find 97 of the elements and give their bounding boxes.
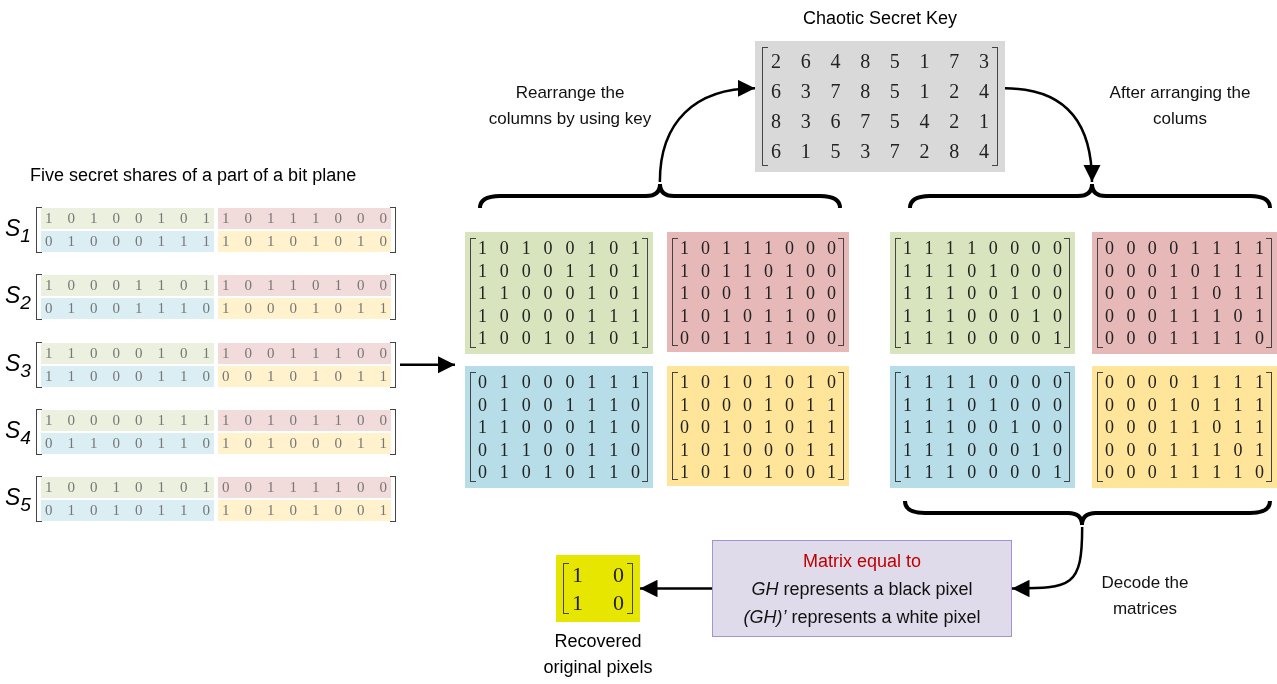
share-matrix: [5, 407, 397, 457]
bit-row: 1 0 0 0 1 0 1 1: [218, 298, 391, 319]
bit-matrix: [465, 232, 653, 354]
matrix-row: 0 1 0 0 1 1 1 0: [478, 393, 640, 416]
matrix-row: 0 0 0 1 1 1 1 0: [1105, 461, 1264, 484]
matrix-row-text: 6 1 5 3 7 2 8 4: [771, 139, 989, 164]
share-label: S$_{3}$: [5, 350, 31, 382]
matrix-row: 1 1 1 1 0 0 0 0: [903, 237, 1062, 260]
bit-row: 1 0 1 0 0 1 0 1: [41, 208, 214, 229]
matrix-row: 0 0 0 1 0 1 1 1: [1105, 259, 1264, 282]
bit-matrix: [1092, 232, 1277, 354]
share-label: S$_{1}$: [5, 215, 31, 247]
bit-row: 1 0 0 1 1 1 0 0: [218, 343, 391, 364]
bit-row: 1 1 0 0 0 1 1 0: [41, 366, 214, 387]
node-label: Recovered original pixels: [542, 630, 654, 679]
matrix-row: 0 0 0 1 1 0 1 1: [1105, 282, 1264, 305]
matrix-row: 0 0 0 0 1 1 1 1: [1105, 371, 1264, 394]
box-text: (GH)’ represents a white pixel: [742, 606, 982, 629]
bit-row: 1 0 1 0 1 0 1 0: [218, 231, 391, 252]
matrix-row-text: 8 3 6 7 5 4 2 1: [771, 109, 989, 134]
matrix-row: 1 1 1 0 1 0 0 0: [903, 393, 1062, 416]
matrix-row: 1 1 1 0 0 0 0 1: [903, 461, 1062, 484]
bit-row: 1 0 1 1 1 0 0 0: [218, 208, 391, 229]
box-text: Matrix equal to: [801, 550, 923, 573]
bit-row: 1 0 1 1 0 1 0 0: [218, 275, 391, 296]
bit-row: 0 0 1 1 1 1 0 0: [218, 477, 391, 498]
share-label: S$_{2}$: [5, 282, 31, 314]
bit-matrix: [465, 366, 653, 488]
arrow: [1012, 526, 1084, 598]
matrix-row: 1 0 1 0 1 0 0 1: [680, 461, 836, 484]
matrix-row: 1 0: [572, 589, 624, 617]
arrow: [658, 80, 756, 183]
share-matrix: [5, 205, 397, 255]
matrix-row: 1 1 1 0 1 0 0 0: [903, 259, 1062, 282]
matrix-row: 1 1 1 0 0 0 1 0: [903, 438, 1062, 461]
matrix-row: 1 0 1 1 0 1 0 0: [680, 259, 836, 282]
matrix-row: 1 1 0 0 0 1 1 0: [478, 416, 640, 439]
matrix-row: 1 0 1 0 1 1 0 0: [680, 304, 836, 327]
matrix-row: 1 1 0 0 0 1 0 1: [478, 282, 640, 305]
bit-matrix: [890, 232, 1075, 354]
matrix-row: 1 0 1 1 1 0 0 0: [680, 237, 836, 260]
bit-row: 1 0 1 0 1 1 0 0: [218, 410, 391, 431]
matrix-row: 1 0 0 1 1 1 0 0: [680, 282, 836, 305]
bit-row: 1 1 0 0 0 1 0 1: [41, 343, 214, 364]
bit-row: 1 0 1 0 0 0 1 1: [218, 433, 391, 454]
bit-matrix: [667, 232, 849, 352]
matrix-row: 1 0: [572, 561, 624, 589]
matrix-row: 0 0 0 1 1 0 1 1: [1105, 416, 1264, 439]
matrix-row-text: 2 6 4 8 5 1 7 3: [771, 49, 989, 74]
matrix-row: 1 1 1 0 0 0 0 1: [903, 327, 1062, 350]
matrix-row: 0 0 0 1 0 1 1 1: [1105, 393, 1264, 416]
matrix-row: 0 1 0 0 0 1 1 1: [478, 371, 640, 394]
share-matrix: [5, 272, 397, 322]
share-matrix: [5, 474, 397, 524]
arrow: [1004, 87, 1101, 183]
bit-matrix: [890, 366, 1075, 488]
matrix-row: 0 1 1 0 0 1 1 0: [478, 438, 640, 461]
matrix-row: 1 0 1 0 0 1 0 1: [478, 237, 640, 260]
pixel-matrix: [556, 555, 640, 622]
matrix-row-text: 6 3 7 8 5 1 2 4: [771, 79, 989, 104]
share-label: S$_{5}$: [5, 484, 31, 516]
matrix-row: 1 0 1 0 0 0 1 1: [680, 438, 836, 461]
matrix-row: 0 0 0 1 1 1 0 1: [1105, 304, 1264, 327]
matrix-row: 1 0 0 1 0 1 0 1: [478, 327, 640, 350]
matrix-row: 1 1 1 0 0 1 0 0: [903, 416, 1062, 439]
matrix-row: 1 1 1 0 0 1 0 0: [903, 282, 1062, 305]
bit-matrix: [667, 366, 849, 486]
share-label: S$_{4}$: [5, 417, 31, 449]
share-matrix: [5, 340, 397, 390]
bit-matrix: [1092, 366, 1277, 488]
bit-row: 0 0 1 0 1 0 1 1: [218, 366, 391, 387]
matrix-row: 0 0 0 0 1 1 1 1: [1105, 237, 1264, 260]
bit-row: 0 1 0 0 0 1 1 1: [41, 231, 214, 252]
bit-row: 0 1 0 0 1 1 1 0: [41, 298, 214, 319]
matrix-row: 0 0 0 1 1 1 0 1: [1105, 438, 1264, 461]
matrix-row: 1 1 1 1 0 0 0 0: [903, 371, 1062, 394]
bit-row: 0 1 1 0 0 1 1 0: [41, 433, 214, 454]
matrix-row: 0 0 1 1 1 1 0 0: [680, 327, 836, 350]
arrow: [400, 356, 455, 374]
bit-row: 1 0 0 0 1 1 0 1: [41, 275, 214, 296]
matrix-row: 0 1 0 1 0 1 1 0: [478, 461, 640, 484]
key-title: Chaotic Secret Key: [801, 8, 959, 29]
bit-row: 1 0 0 0 0 1 1 1: [41, 410, 214, 431]
matrix-row: 0 0 0 1 1 1 1 0: [1105, 327, 1264, 350]
box-text: GH represents a black pixel: [750, 578, 974, 601]
bit-row: 1 0 0 1 0 1 0 1: [41, 477, 214, 498]
matrix-row: 1 1 1 0 0 0 1 0: [903, 304, 1062, 327]
matrix-row: 1 0 0 0 0 1 1 1: [478, 304, 640, 327]
arrow: [640, 579, 712, 598]
matrix-row: 1 0 0 0 1 0 1 1: [680, 393, 836, 416]
bit-row: 0 1 0 1 0 1 1 0: [41, 500, 214, 521]
bit-row: 1 0 1 0 1 0 0 1: [218, 500, 391, 521]
matrix-row: 1 0 0 0 1 1 0 1: [478, 259, 640, 282]
matrix-row: 1 0 1 0 1 0 1 0: [680, 371, 836, 394]
matrix-row: 0 0 1 0 1 0 1 1: [680, 416, 836, 439]
result-box: [712, 540, 1012, 637]
panel-heading: Five secret shares of a part of a bit plane: [30, 165, 357, 186]
